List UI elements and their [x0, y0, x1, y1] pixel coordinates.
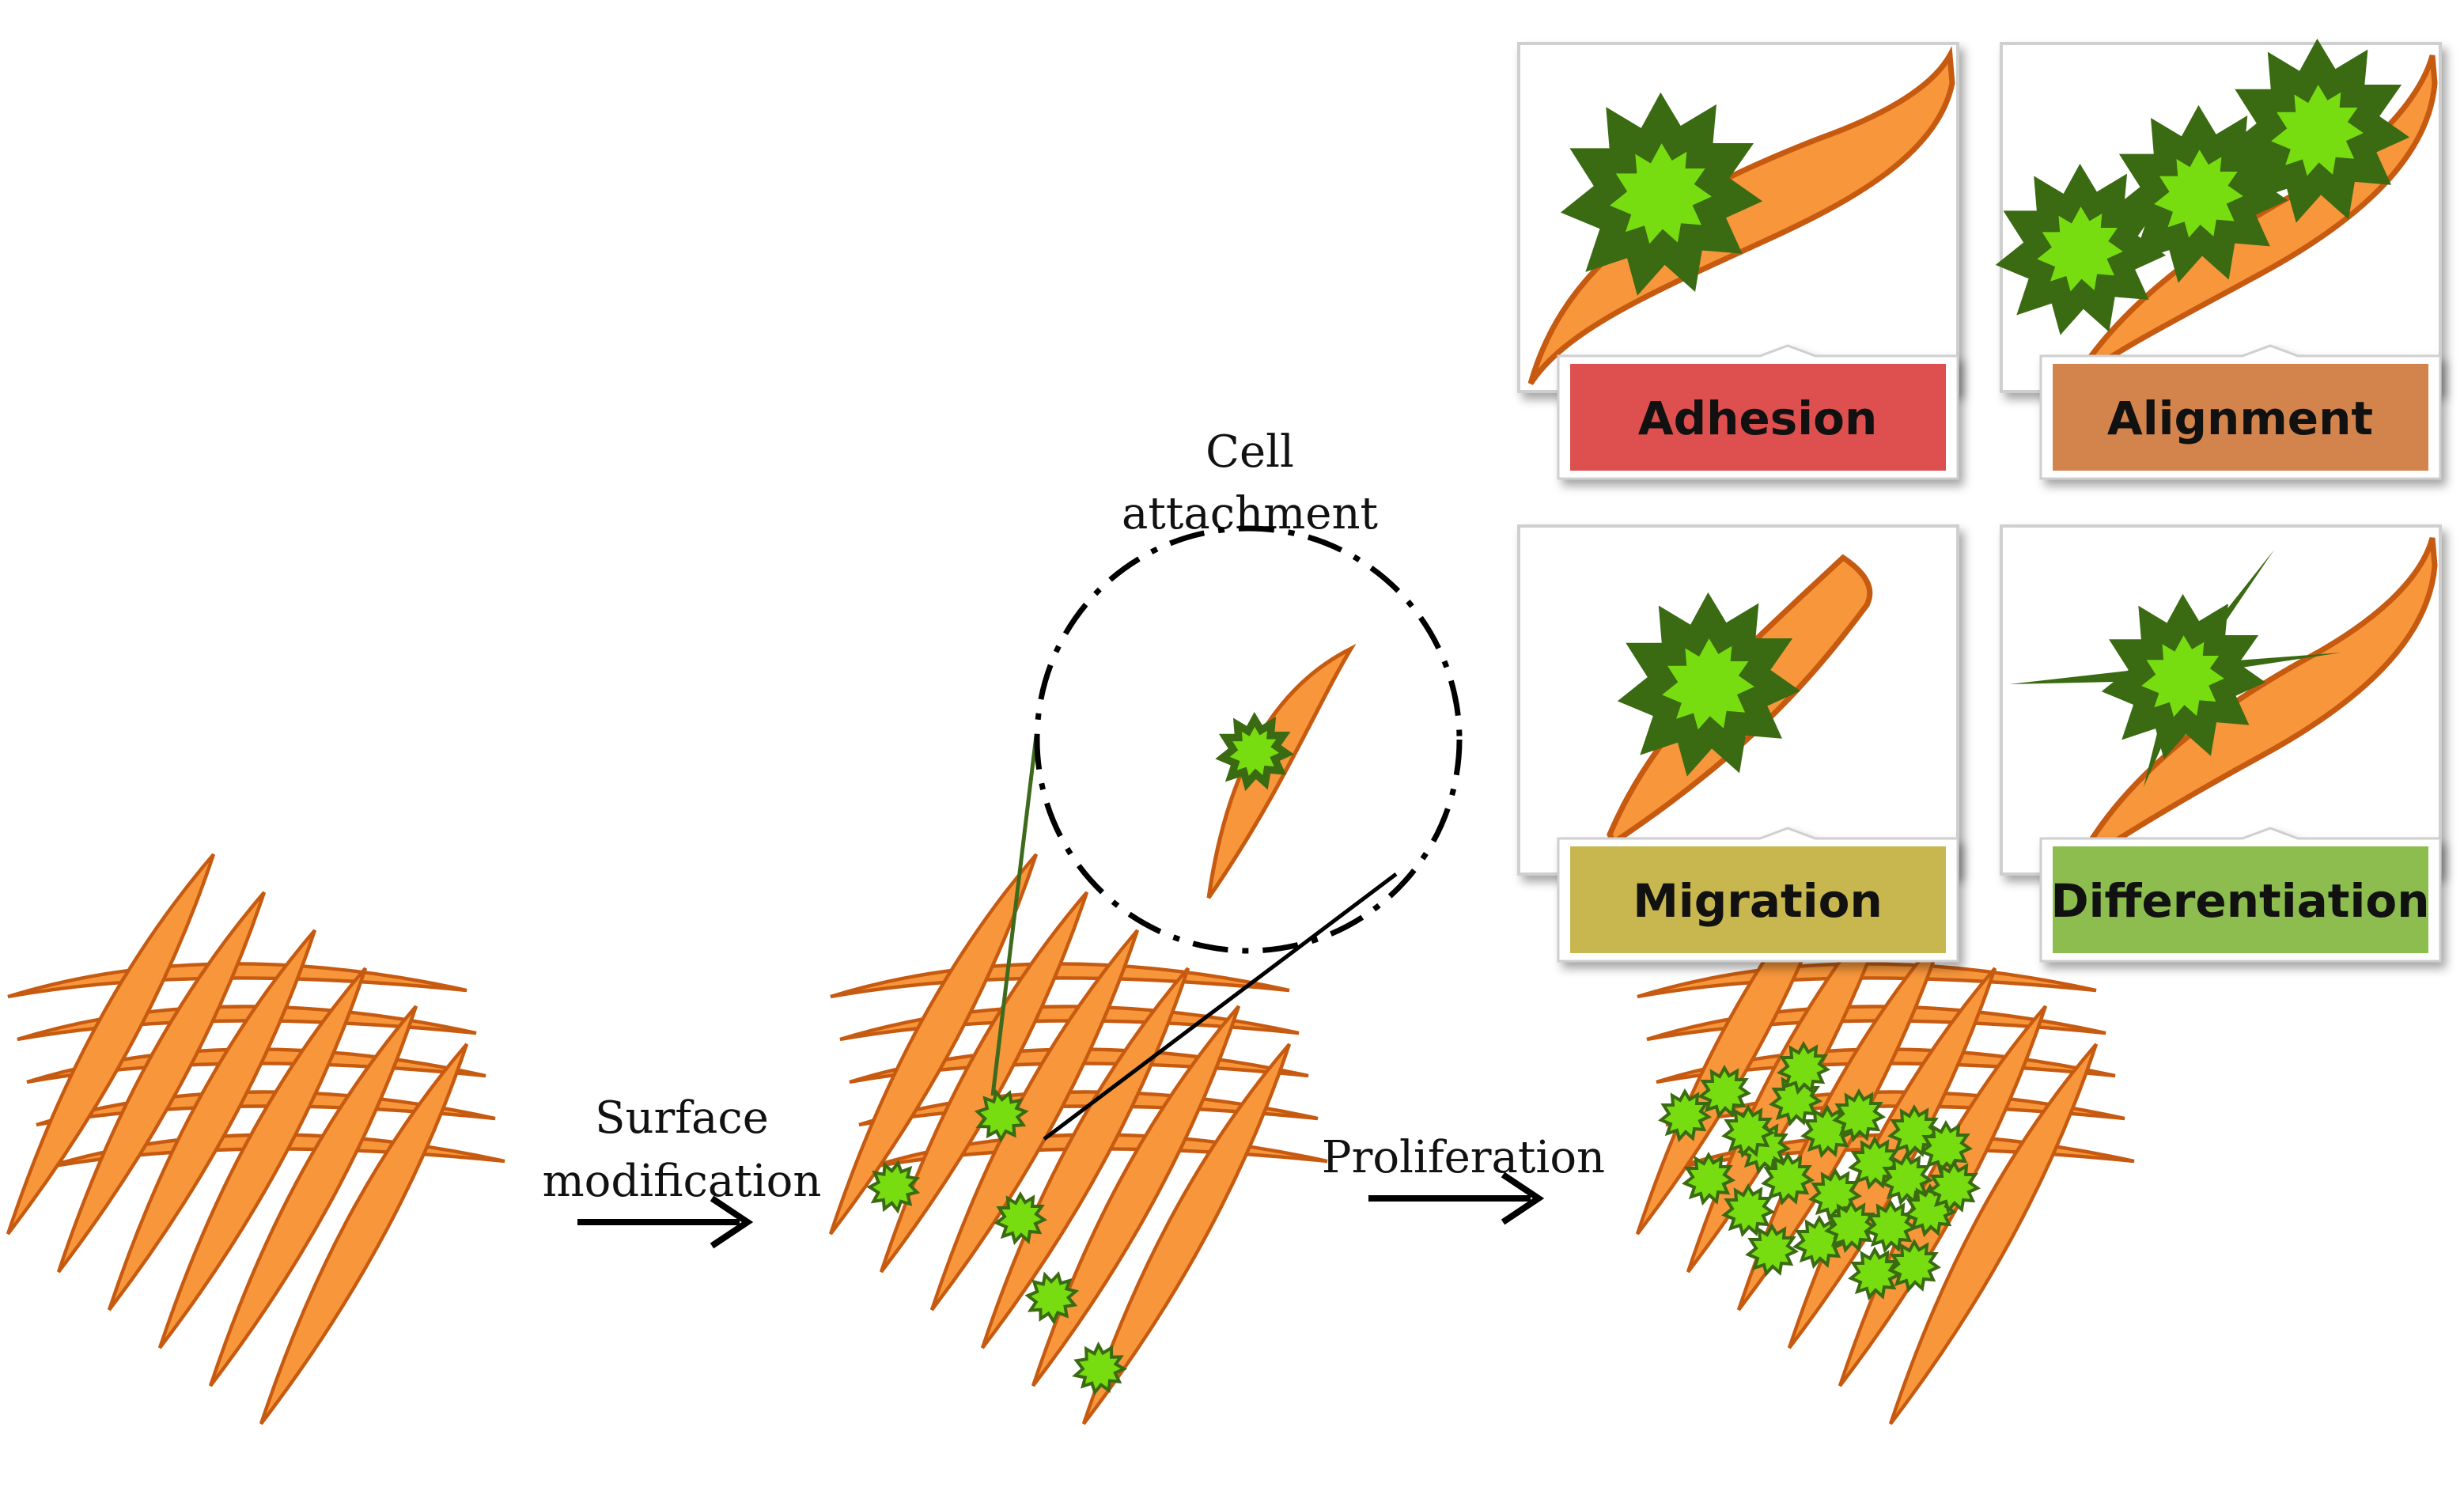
zoom-line-right — [1043, 872, 1398, 1141]
scaffold-cell-attachment — [831, 854, 1327, 1424]
panel-label: Migration — [1633, 874, 1883, 928]
panel-label: Differentiation — [2050, 874, 2429, 928]
zoom-circle — [1034, 525, 1463, 954]
panel-migration: Migration — [1517, 524, 1959, 963]
surface-label-line2: modification — [543, 1156, 822, 1207]
panel-differentiation: Differentiation — [2000, 524, 2442, 963]
arrow-surface-modification — [577, 1195, 754, 1249]
panel-label: Adhesion — [1638, 392, 1878, 445]
surface-label-line1: Surface — [595, 1092, 769, 1144]
scaffold-plain — [8, 854, 505, 1424]
cell-attachment-line1: Cell — [1206, 426, 1294, 478]
panel-label-bar: Adhesion — [1557, 344, 1959, 480]
zoom-callout — [990, 525, 1463, 1141]
panel-adhesion: Adhesion — [1517, 42, 1959, 480]
panel-alignment: Alignment — [2000, 42, 2442, 480]
panel-label-bar: Differentiation — [2039, 827, 2442, 963]
zoom-line-left — [990, 735, 1039, 1096]
panel-label-bar: Alignment — [2039, 344, 2442, 480]
cell-attachment-line2: attachment — [1122, 488, 1379, 539]
proliferation-label: Proliferation — [1322, 1132, 1605, 1183]
arrow-proliferation — [1368, 1171, 1545, 1225]
zoomed-fiber-with-cell — [1206, 643, 1357, 899]
panel-label: Alignment — [2107, 392, 2373, 445]
panel-label-bar: Migration — [1557, 827, 1959, 963]
